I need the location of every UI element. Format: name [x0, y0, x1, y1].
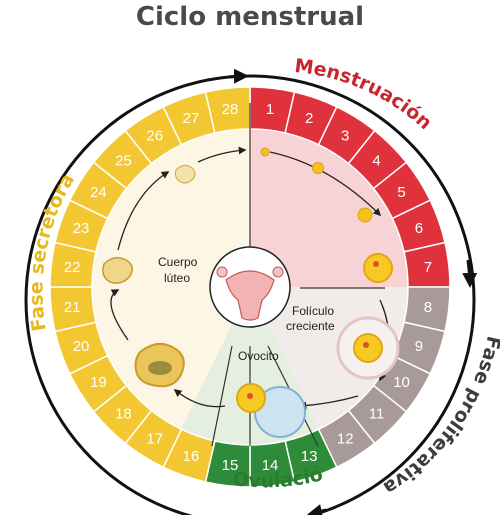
- ovocito-label: Ovocito: [238, 349, 279, 363]
- corpus-luteum-center: [148, 361, 172, 375]
- ring-arrow-top: [227, 68, 249, 84]
- ovocyte-nucleus: [247, 393, 253, 399]
- foliculo-label-1: Folículo: [292, 304, 334, 318]
- uterus-icon: [225, 270, 275, 321]
- follicle-stage-1: [260, 147, 270, 157]
- follicle-nucleus: [373, 261, 379, 267]
- day-label-13: 13: [301, 448, 318, 465]
- corpus-luteum-small: [174, 164, 196, 184]
- cuerpo-luteo-label-1: Cuerpo: [158, 255, 198, 269]
- flow-arrow-5: [110, 289, 129, 341]
- day-label-11: 11: [369, 406, 385, 423]
- growing-follicle-core: [353, 333, 383, 363]
- ovary-right-icon: [272, 266, 284, 278]
- day-label-2: 2: [305, 110, 313, 127]
- day-label-12: 12: [337, 431, 354, 448]
- day-label-20: 20: [73, 338, 90, 355]
- ovary-left-icon: [216, 266, 228, 278]
- growing-follicle-nucleus: [363, 342, 369, 348]
- day-label-15: 15: [222, 457, 239, 474]
- day-label-3: 3: [341, 127, 349, 144]
- day-label-26: 26: [146, 127, 163, 144]
- flow-arrow-7: [197, 146, 247, 163]
- day-label-28: 28: [222, 101, 239, 118]
- diagram-title: Ciclo menstrual: [135, 2, 365, 32]
- outer-ring: [24, 74, 476, 515]
- day-label-17: 17: [146, 431, 163, 448]
- divider-line-left: [211, 345, 233, 447]
- flow-arrow-6: [117, 171, 170, 251]
- flow-arrow-1: [269, 151, 382, 217]
- corpus-luteum-medium: [102, 257, 133, 284]
- day-label-21: 21: [64, 299, 81, 316]
- foliculo-label-2: creciente: [286, 319, 335, 333]
- day-label-5: 5: [397, 184, 405, 201]
- day-label-18: 18: [115, 406, 132, 423]
- day-label-10: 10: [393, 374, 410, 391]
- ring-arrow-right: [462, 259, 478, 288]
- day-label-19: 19: [90, 374, 107, 391]
- day-label-6: 6: [415, 220, 423, 237]
- day-ring: 1234567891011121314151617181920212223242…: [49, 86, 451, 488]
- day-label-14: 14: [262, 457, 279, 474]
- day-label-1: 1: [266, 101, 274, 118]
- day-label-25: 25: [115, 152, 132, 169]
- inner-menstruacion-area: [250, 129, 408, 287]
- follicle-stage-2: [312, 162, 324, 174]
- flow-arrow-4: [173, 389, 226, 408]
- day-label-16: 16: [183, 448, 200, 465]
- cuerpo-luteo-label-2: lúteo: [164, 271, 190, 285]
- follicle-stage-3: [357, 207, 373, 223]
- ring-arrow-bottom: [307, 504, 327, 515]
- day-label-7: 7: [424, 259, 432, 276]
- day-label-22: 22: [64, 259, 81, 276]
- day-label-27: 27: [183, 110, 200, 127]
- inner-secretora-area: [91, 129, 250, 430]
- day-label-23: 23: [73, 220, 90, 237]
- day-label-24: 24: [90, 184, 107, 201]
- day-label-8: 8: [424, 299, 432, 316]
- day-label-9: 9: [415, 338, 423, 355]
- day-label-4: 4: [372, 152, 380, 169]
- follicle-stage-4: [363, 253, 393, 283]
